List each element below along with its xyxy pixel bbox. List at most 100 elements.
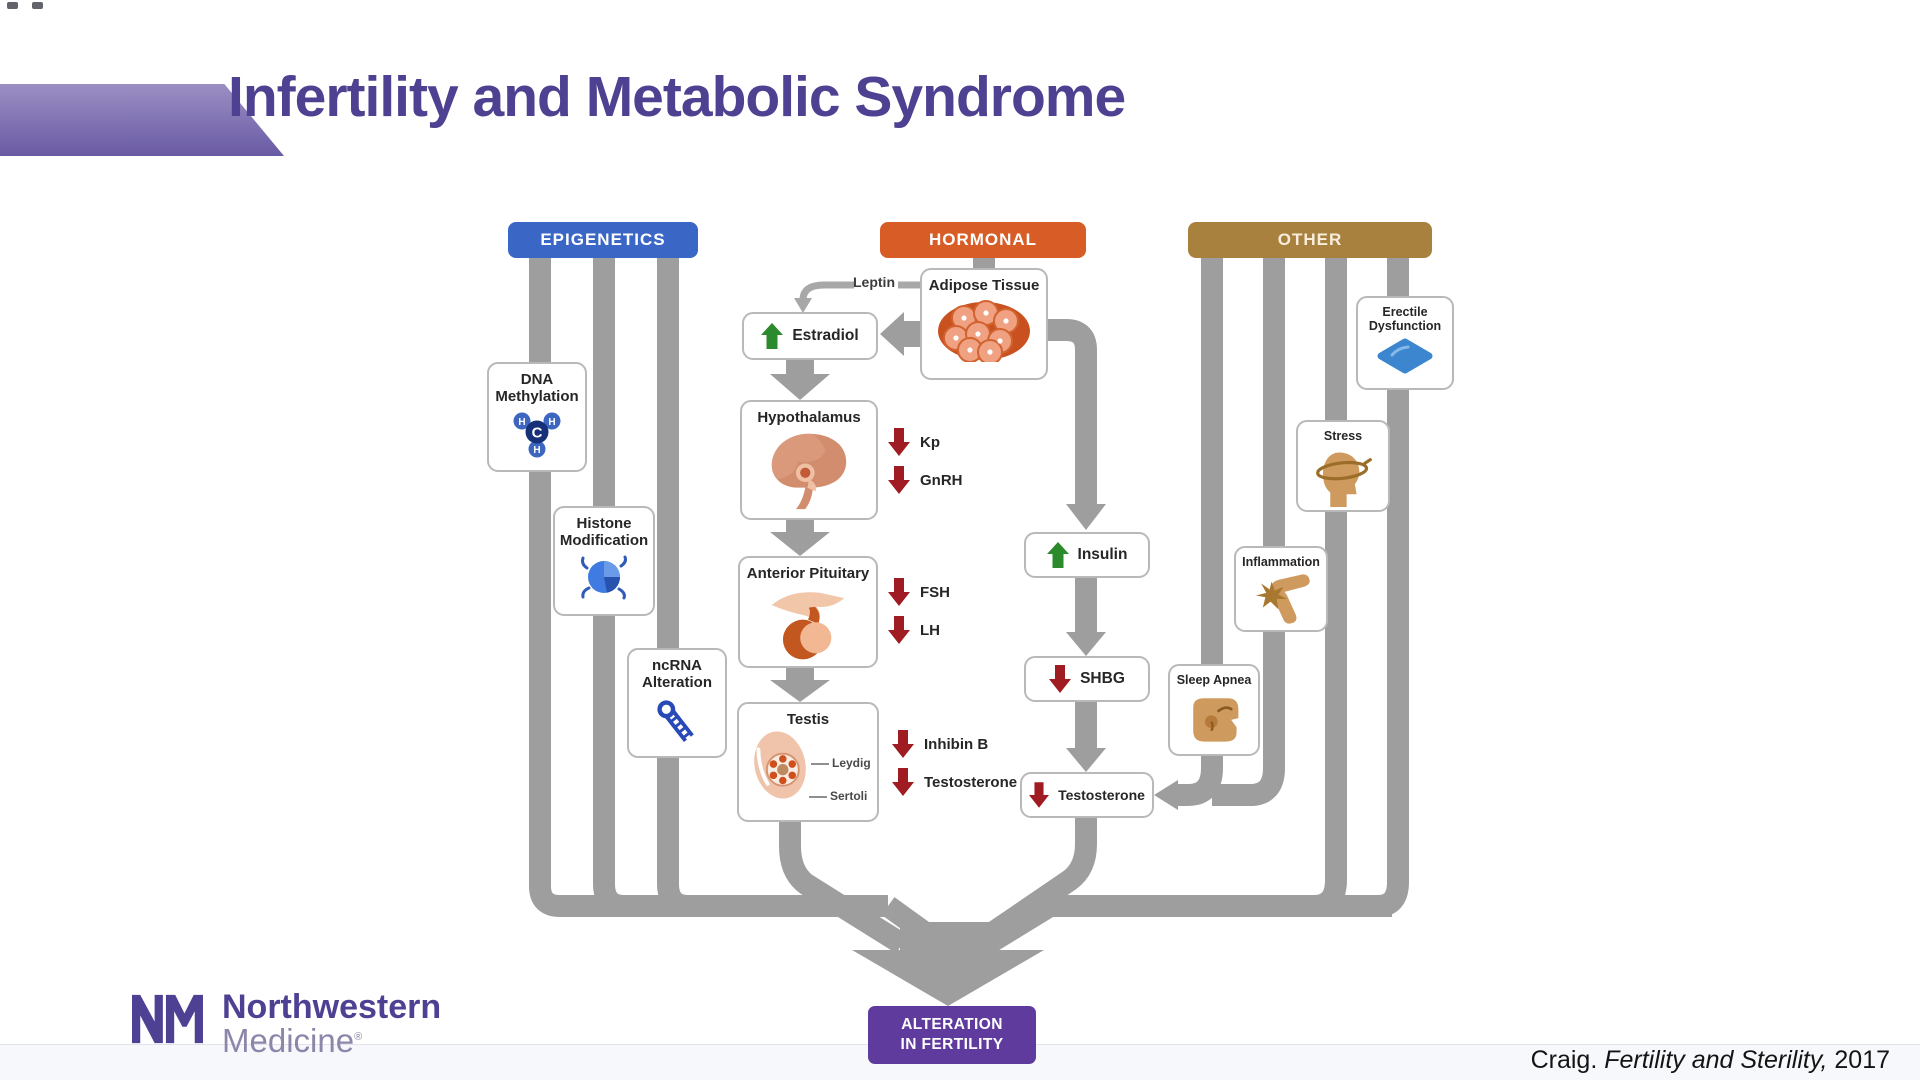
registered-mark: ®: [354, 1031, 363, 1043]
testosterone-decrease: Testosterone: [892, 768, 1017, 796]
dna-line1: DNA: [520, 371, 554, 388]
node-sleep-apnea: Sleep Apnea: [1168, 664, 1260, 756]
nm-monogram-icon: [132, 994, 203, 1044]
node-inflammation: Inflammation: [1234, 546, 1328, 632]
node-erectile-dysfunction: Erectile Dysfunction: [1356, 296, 1454, 390]
kp-label: Kp: [920, 433, 940, 451]
decrease-arrow-icon: [888, 428, 910, 456]
decrease-arrow-icon: [1049, 665, 1072, 693]
inhibin-b-label: Inhibin B: [924, 735, 989, 753]
screen-artifact: [32, 2, 43, 9]
node-testis: Testis Leydig Sertoli: [737, 702, 879, 822]
decrease-arrow-icon: [888, 466, 910, 494]
testosterone-side-label: Testosterone: [924, 773, 1018, 791]
citation-author: Craig.: [1530, 1046, 1605, 1074]
outcome-line1: ALTERATION: [901, 1015, 1003, 1033]
increase-arrow-icon: [761, 323, 784, 349]
node-estradiol: Estradiol: [742, 312, 878, 360]
erectile-label: Erectile Dysfunction: [1358, 298, 1452, 334]
node-adipose-tissue: Adipose Tissue: [920, 268, 1048, 380]
anterior-pituitary-label: Anterior Pituitary: [746, 565, 870, 582]
inhibin-b-decrease: Inhibin B: [892, 730, 988, 758]
ncrna-line1: ncRNA: [651, 657, 702, 674]
decrease-arrow-icon: [1029, 782, 1050, 808]
sertoli-label: Sertoli: [830, 789, 868, 803]
dna-line2: Methylation: [495, 388, 579, 406]
sleeping-face-icon: [1193, 698, 1239, 742]
header-hormonal: HORMONAL: [880, 222, 1086, 258]
estradiol-label: Estradiol: [792, 327, 859, 344]
citation-journal: Fertility and Sterility,: [1604, 1046, 1828, 1074]
header-epigenetics-label: EPIGENETICS: [540, 230, 666, 249]
svg-text:H: H: [533, 445, 540, 456]
outcome-box: ALTERATION IN FERTILITY: [868, 1006, 1036, 1064]
decrease-arrow-icon: [892, 730, 914, 758]
inflamed-joint-icon: [1255, 574, 1310, 624]
ncrna-label: ncRNA Alteration: [629, 650, 725, 692]
leptin-label: Leptin: [853, 274, 895, 290]
pituitary-icon: [771, 592, 845, 660]
node-shbg: SHBG: [1024, 656, 1150, 702]
logo-division: Medicine®: [222, 1023, 441, 1059]
inflammation-label: Inflammation: [1242, 555, 1320, 569]
decrease-arrow-icon: [892, 768, 914, 796]
decrease-arrow-icon: [888, 578, 910, 606]
gnrh-label: GnRH: [920, 471, 963, 489]
node-insulin: Insulin: [1024, 532, 1150, 578]
lh-decrease: LH: [888, 616, 940, 644]
adipose-label: Adipose Tissue: [928, 277, 1040, 294]
screen-artifact: [7, 2, 18, 9]
logo-name: Northwestern: [222, 988, 442, 1026]
northwestern-medicine-logo: Northwestern Medicine®: [132, 990, 441, 1059]
node-dna-methylation: DNA Methylation H H H C: [487, 362, 587, 472]
insulin-label: Insulin: [1077, 546, 1128, 563]
header-other: OTHER: [1188, 222, 1432, 258]
citation-year: 2017: [1827, 1046, 1890, 1074]
erectile-line1: Erectile: [1382, 305, 1428, 319]
increase-arrow-icon: [1046, 542, 1069, 568]
sertoli-leader-line: [809, 796, 827, 798]
hypothalamus-label: Hypothalamus: [757, 409, 861, 426]
histone-label: Histone Modification: [555, 508, 653, 550]
node-testosterone: Testosterone: [1020, 772, 1154, 818]
fsh-label: FSH: [920, 583, 950, 601]
blue-pill-icon: [1377, 338, 1433, 374]
methyl-group-icon: H H H C: [513, 412, 561, 457]
fsh-decrease: FSH: [888, 578, 950, 606]
header-other-label: OTHER: [1277, 230, 1343, 249]
kp-decrease: Kp: [888, 428, 940, 456]
dna-methylation-label: DNA Methylation: [489, 364, 585, 406]
header-hormonal-label: HORMONAL: [928, 230, 1038, 249]
stress-label: Stress: [1323, 429, 1363, 443]
outcome-line2: IN FERTILITY: [900, 1036, 1004, 1053]
node-anterior-pituitary: Anterior Pituitary: [738, 556, 878, 668]
testis-label: Testis: [786, 711, 830, 728]
erectile-line2: Dysfunction: [1368, 319, 1442, 334]
page-title: Infertility and Metabolic Syndrome: [228, 65, 1126, 129]
testis-cross-section-icon: [754, 731, 806, 799]
sleep-apnea-label: Sleep Apnea: [1176, 673, 1252, 687]
histone-icon: [581, 555, 627, 599]
histone-line1: Histone: [576, 515, 632, 532]
citation: Craig. Fertility and Sterility, 2017: [1531, 1046, 1890, 1075]
node-hypothalamus: Hypothalamus: [740, 400, 878, 520]
header-epigenetics: EPIGENETICS: [508, 222, 698, 258]
rna-hairpin-icon: [657, 699, 694, 742]
shbg-label: SHBG: [1080, 670, 1125, 687]
adipose-cells-icon: [938, 300, 1030, 363]
node-ncrna-alteration: ncRNA Alteration: [627, 648, 727, 758]
brain-icon: [771, 433, 847, 510]
decrease-arrow-icon: [888, 616, 910, 644]
svg-text:H: H: [518, 417, 525, 428]
node-stress: Stress: [1296, 420, 1390, 512]
testosterone-box-label: Testosterone: [1058, 787, 1145, 803]
lh-label: LH: [920, 621, 940, 639]
node-histone-modification: Histone Modification: [553, 506, 655, 616]
svg-text:C: C: [532, 424, 543, 441]
histone-line2: Modification: [559, 532, 649, 550]
stressed-head-icon: [1316, 452, 1372, 508]
leydig-leader-line: [811, 763, 829, 765]
svg-text:H: H: [548, 417, 555, 428]
